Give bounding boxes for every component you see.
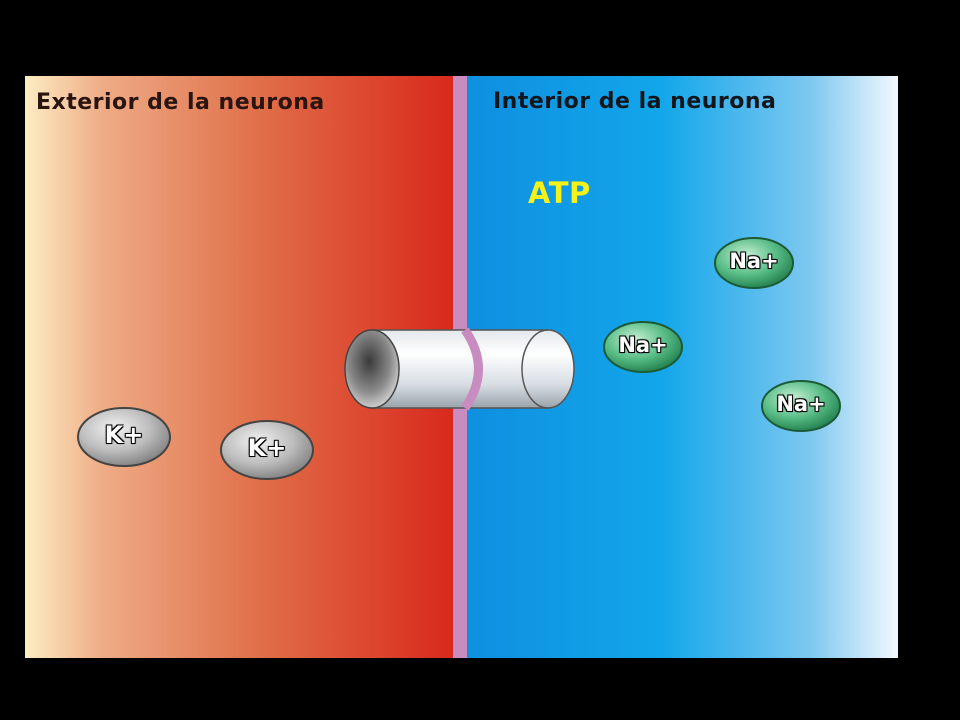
- channel-opening: [344, 329, 400, 409]
- k-ion: [220, 420, 314, 480]
- na-ion-label: Na+: [776, 392, 826, 416]
- k-ion-label: K+: [247, 434, 287, 462]
- na-ion: [714, 237, 794, 289]
- na-ion: [761, 380, 841, 432]
- exterior-label: Exterior de la neurona: [36, 90, 325, 115]
- k-ion-label: K+: [104, 421, 144, 449]
- na-ion-label: Na+: [729, 249, 779, 273]
- interior-label: Interior de la neurona: [493, 89, 777, 114]
- na-ion: [603, 321, 683, 373]
- atp-label: ATP: [528, 176, 591, 210]
- na-ion-label: Na+: [618, 333, 668, 357]
- k-ion: [77, 407, 171, 467]
- ion-channel-cylinder: [344, 327, 575, 411]
